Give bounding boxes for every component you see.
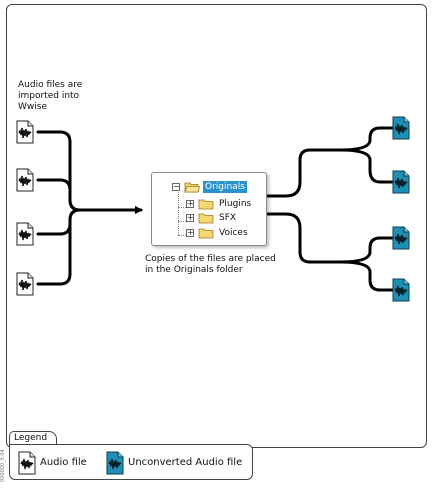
tree-item-originals[interactable]: − Originals (172, 180, 247, 194)
copy-caption-line-2: in the Originals folder (145, 265, 243, 275)
tree-item-voices[interactable]: + Voices (186, 226, 250, 240)
tree-label-sfx: SFX (219, 213, 237, 223)
legend-label-audio-file: Audio file (40, 457, 87, 468)
output-branch-2 (338, 148, 394, 184)
unconverted-audio-file-icon (392, 170, 410, 194)
folder-icon (198, 213, 214, 224)
input-line-3 (36, 218, 72, 236)
tree-guide-line (178, 207, 186, 208)
output-branch-1 (308, 126, 394, 152)
tree-guide-line (178, 192, 179, 235)
audio-file-icon (16, 120, 34, 144)
tree-item-plugins[interactable]: + Plugins (186, 197, 253, 211)
expand-icon[interactable]: + (186, 228, 194, 237)
legend-title: Legend (9, 431, 57, 445)
expand-icon[interactable]: + (186, 199, 194, 208)
import-caption-line-2: imported into (18, 91, 80, 101)
unconverted-audio-file-icon (392, 278, 410, 302)
tree-guide-line (178, 235, 186, 236)
audio-file-icon (16, 272, 34, 296)
output-line-bottom (266, 212, 312, 264)
tree-label-voices: Voices (219, 228, 248, 238)
unconverted-audio-file-icon (106, 451, 124, 475)
document-id: 000000_0.04 (0, 449, 6, 483)
output-branch-4 (338, 260, 394, 292)
copy-caption-line-1: Copies of the files are placed (145, 254, 276, 264)
input-line-4 (36, 208, 82, 286)
folder-icon (198, 199, 214, 210)
legend-label-unconverted-audio-file: Unconverted Audio file (128, 457, 243, 468)
output-line-top (266, 148, 312, 198)
collapse-icon[interactable]: − (172, 182, 180, 191)
tree-label-originals: Originals (203, 181, 247, 193)
output-branch-3 (308, 236, 394, 264)
input-line-1 (36, 130, 82, 212)
audio-file-icon (16, 168, 34, 192)
audio-file-icon (16, 222, 34, 246)
audio-file-icon (18, 451, 36, 475)
unconverted-audio-file-icon (392, 116, 410, 140)
import-caption-line-1: Audio files are (18, 80, 83, 90)
folder-icon (198, 228, 214, 239)
tree-label-plugins: Plugins (219, 199, 252, 209)
legend: Audio file Unconverted Audio file (9, 444, 253, 480)
import-caption-line-3: Wwise (18, 102, 47, 112)
open-folder-icon (184, 182, 200, 193)
expand-icon[interactable]: + (186, 213, 194, 222)
unconverted-audio-file-icon (392, 226, 410, 250)
originals-tree-panel: − Originals + Plugins + SFX + Voices (151, 172, 267, 246)
tree-item-sfx[interactable]: + SFX (186, 211, 238, 225)
input-line-2 (36, 178, 72, 202)
tree-guide-line (178, 221, 186, 222)
